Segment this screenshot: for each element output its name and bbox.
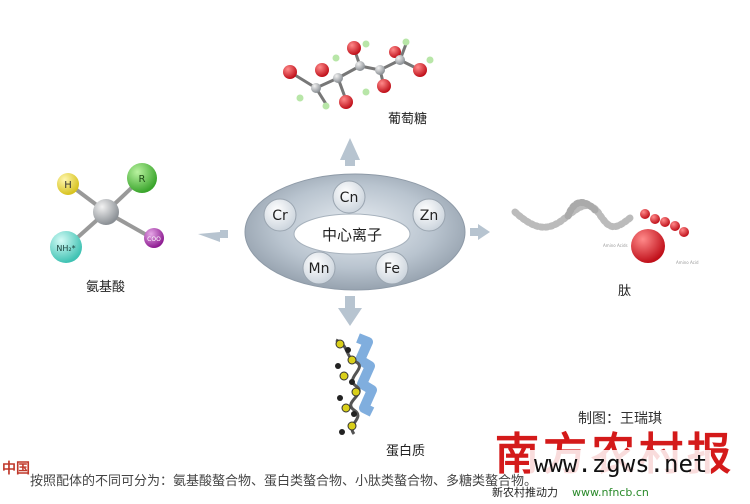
hydrogen-atom [57,173,79,195]
protein-label: 蛋白质 [386,444,426,459]
center-label: 中心离子 [322,226,382,244]
amino-acid-molecule: H R NH₂* COO [50,163,164,263]
ion-cn: Cn [332,180,366,214]
carboxyl-label: COO [147,236,161,243]
peptide-label: 肽 [618,284,632,299]
amine-atom [50,231,82,263]
ion-zn-label: Zn [420,208,438,224]
amino-acid-label: 氨基酸 [86,280,126,295]
r-group-label: R [139,174,146,185]
ion-fe: Fe [375,251,409,285]
arrow-left [198,230,228,242]
glucose-label: 葡萄糖 [388,112,428,127]
peptide-small-label-left: Amino Acids [603,243,628,248]
tagline-url: www.nfncb.cn [572,486,649,499]
tagline-left: 新农村推动力 [492,486,558,499]
arrow-down [338,296,362,326]
caption-text: 按照配体的不同可分为：氨基酸螯合物、蛋白类螯合物、小肽类螯合物、多糖类螯合物。 [30,474,538,489]
central-ion-ellipse: 中心离子 Cr Cn Zn Mn Fe [244,173,466,291]
central-carbon [93,199,119,225]
ion-cr-label: Cr [272,208,288,224]
ion-fe-label: Fe [384,261,400,277]
ion-cn-label: Cn [340,190,359,206]
amine-label: NH₂* [56,244,75,253]
arrows [198,138,490,326]
hydrogen-label: H [64,180,72,191]
arrow-right [470,224,490,240]
peptide-large-ball [631,229,665,263]
credit-text: 制图：王瑞琪 [578,411,662,427]
center-label-plate [293,213,411,255]
glucose-molecule [283,38,434,110]
protein-helix [335,333,377,435]
watermark-url: www.zgws.net [530,450,712,478]
carboxyl-atom [144,228,164,248]
peptide-small-label-right: Amino Acid [676,260,699,265]
ion-mn: Mn [302,251,336,285]
corner-logo: 中国 [2,461,30,477]
brand-tagline: 新农村推动力 www.nfncb.cn [492,484,649,500]
ion-mn-label: Mn [309,261,330,277]
ion-zn: Zn [412,198,446,232]
peptide-chain: Amino Acids Amino Acid [511,199,699,265]
r-group-atom [127,163,157,193]
ion-cr: Cr [263,198,297,232]
arrow-up [340,138,360,166]
